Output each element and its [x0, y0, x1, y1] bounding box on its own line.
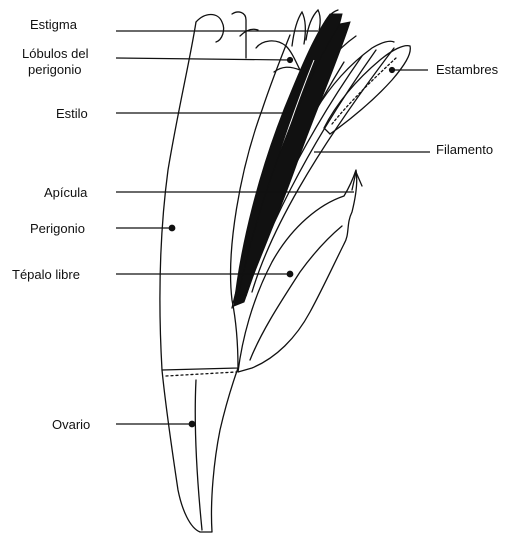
style-bundle-dark-2 — [238, 22, 350, 296]
label-ovario: Ovario — [52, 417, 90, 432]
perigonio-lobe-2 — [232, 12, 246, 58]
label-filamento: Filamento — [436, 142, 493, 157]
dot-lobulos — [288, 58, 293, 63]
ovary-border-dotted — [166, 372, 236, 376]
perigonio-lobe-1 — [196, 15, 224, 43]
label-lobulos-line1: Lóbulos del — [22, 46, 89, 61]
flower-drawing — [160, 12, 394, 532]
ovary-inner-line — [195, 380, 202, 530]
dot-tepalo — [287, 271, 293, 277]
stigma-lobe-2 — [306, 10, 320, 42]
label-apicula: Apícula — [44, 185, 88, 200]
label-estambres: Estambres — [436, 62, 499, 77]
label-lobulos-line2: perigonio — [28, 62, 82, 77]
dot-estambres — [390, 68, 395, 73]
perigonio-lobe-4 — [240, 29, 258, 36]
dot-ovario — [189, 421, 195, 427]
leader-lobulos — [116, 58, 290, 60]
label-perigonio: Perigonio — [30, 221, 85, 236]
stigma-lobe-1 — [292, 12, 305, 46]
label-tepalo-libre: Tépalo libre — [12, 267, 80, 282]
dot-perigonio — [169, 225, 175, 231]
label-estilo: Estilo — [56, 106, 88, 121]
label-estigma: Estigma — [30, 17, 78, 32]
